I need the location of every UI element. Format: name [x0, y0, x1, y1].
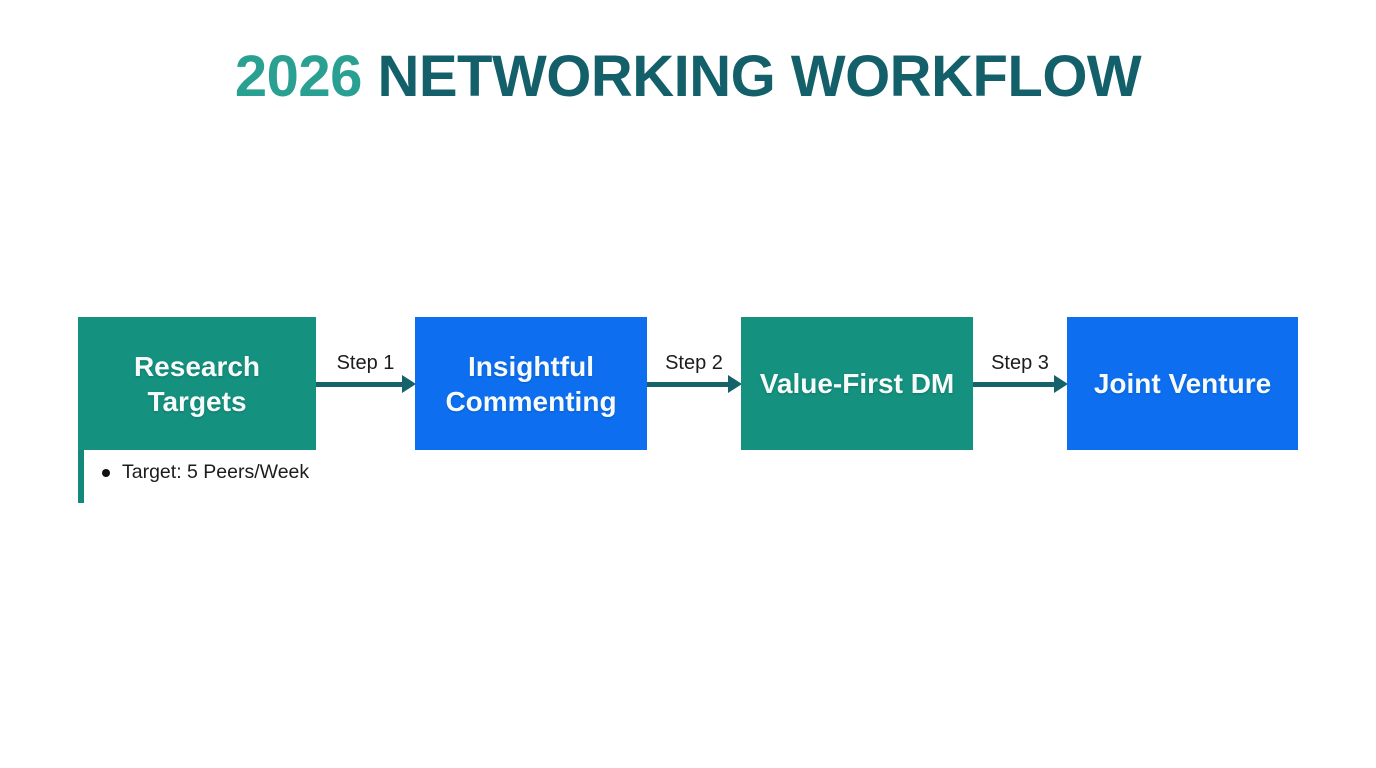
- annotation-text: Target: 5 Peers/Week: [122, 461, 310, 483]
- arrow-right-icon: [1054, 374, 1068, 393]
- arrow-shaft: [316, 381, 404, 387]
- flow-connector-2: Step 2: [647, 317, 742, 450]
- flow-connector-3: Step 3: [973, 317, 1068, 450]
- annotation: Target: 5 Peers/Week: [102, 461, 309, 484]
- flow-connector-1: Step 1: [316, 317, 416, 450]
- title-year: 2026: [234, 44, 363, 109]
- flow-node-joint-venture: Joint Venture: [1067, 317, 1298, 450]
- step-label: Step 1: [336, 351, 395, 374]
- arrow-right-icon: [728, 374, 742, 393]
- flow-node-label: Value-First DM: [759, 368, 955, 399]
- flow-node-label: Research Targets: [133, 350, 261, 417]
- flow-node-insightful-commenting: Insightful Commenting: [415, 317, 647, 450]
- step-label: Step 2: [665, 351, 723, 374]
- arrow-shaft: [647, 381, 730, 387]
- flow-node-research-targets: Research Targets: [78, 317, 316, 450]
- flow-node-label: Insightful Commenting: [445, 350, 617, 417]
- arrow-shaft: [973, 381, 1056, 387]
- arrow-right-icon: [402, 374, 416, 393]
- annotation-tick-line: [78, 450, 84, 503]
- title-text: NETWORKING WORKFLOW: [377, 44, 1142, 109]
- page-title: 2026 NETWORKING WORKFLOW: [0, 48, 1376, 106]
- flow-node-value-first-dm: Value-First DM: [741, 317, 973, 450]
- bullet-dot-icon: [102, 468, 110, 477]
- title-space: [362, 44, 378, 109]
- step-label: Step 3: [991, 351, 1049, 374]
- flow-node-label: Joint Venture: [1093, 368, 1272, 399]
